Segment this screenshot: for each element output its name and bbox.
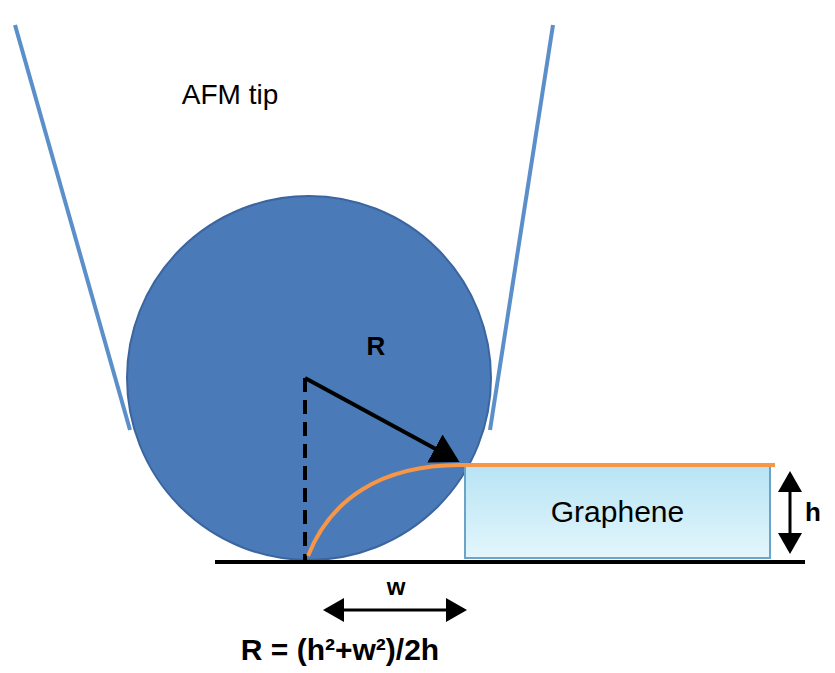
tip-wall — [490, 25, 553, 430]
tip-label: AFM tip — [182, 79, 278, 111]
tip-profile — [308, 465, 775, 556]
height-arrow — [789, 474, 792, 551]
substrate — [215, 560, 805, 564]
height-label: h — [805, 497, 821, 528]
graphene-flake — [465, 465, 770, 558]
radius-label: R — [367, 331, 386, 362]
tip-sphere — [127, 196, 491, 560]
radius-arrow — [305, 378, 456, 460]
width-arrow — [326, 609, 464, 612]
graphene-box: Graphene — [465, 465, 770, 558]
formula: R = (h²+w²)/2h — [241, 633, 439, 667]
radius-dash — [303, 378, 307, 560]
width-label: w — [387, 573, 406, 601]
node-text: Graphene — [551, 495, 684, 529]
tip-wall — [15, 25, 130, 430]
